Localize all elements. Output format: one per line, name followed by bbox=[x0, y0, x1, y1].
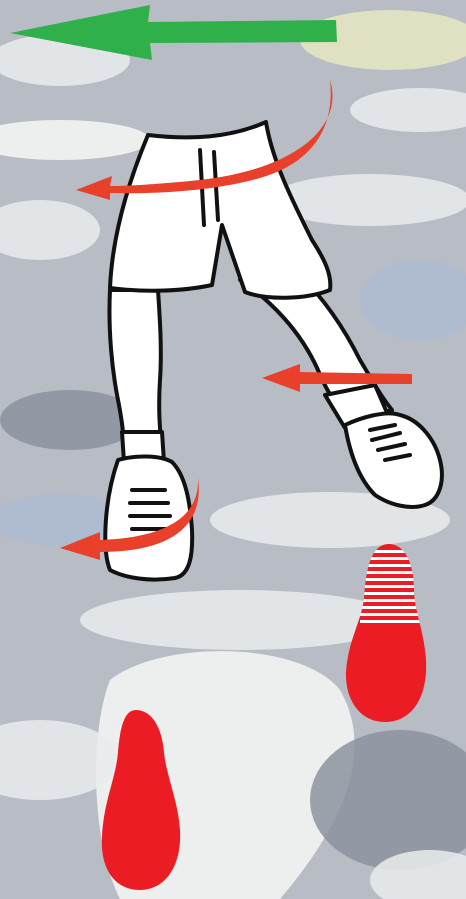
front-shoe bbox=[105, 456, 192, 579]
